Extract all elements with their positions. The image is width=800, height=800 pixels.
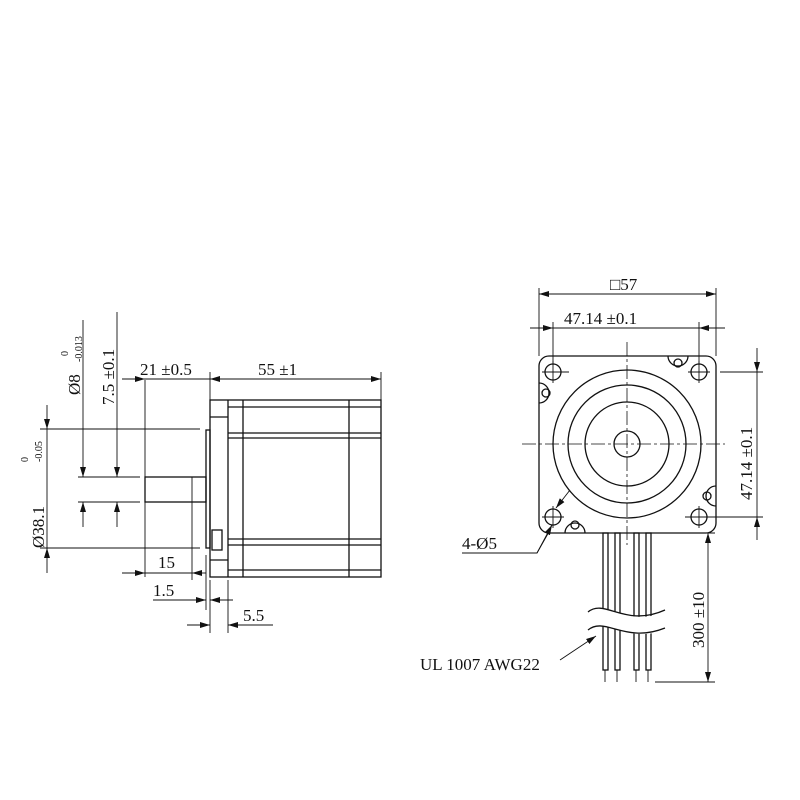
- dim-hole-spacing-h: 47.14 ±0.1: [564, 309, 637, 328]
- dim-shaft-tol-upper: 0: [60, 351, 71, 356]
- dim-body-length: 55 ±1: [258, 360, 297, 379]
- lead-wires: [587, 532, 666, 682]
- screw-bosses: [538, 355, 717, 534]
- dim-shaft-length: 21 ±0.5: [140, 360, 192, 379]
- wire-spec: UL 1007 AWG22: [420, 655, 540, 674]
- dim-pilot-diameter: Ø38.1: [29, 506, 48, 548]
- dim-flat: 7.5 ±0.1: [99, 349, 118, 405]
- side-view: Ø38.1 0 -0.05 Ø8 0 -0.013 7.5 ±0.1 21 ±0…: [20, 312, 382, 633]
- flange-square: [538, 355, 717, 534]
- front-view: □57 47.14 ±0.1 47.14 ±0.1 4-Ø5: [420, 275, 763, 683]
- dim-holes: 4-Ø5: [462, 534, 497, 553]
- dim-square: □57: [610, 275, 638, 294]
- dim-pilot-tol-lower: -0.05: [34, 441, 45, 462]
- motor-body: [209, 399, 382, 578]
- dim-flange-thickness: 5.5: [243, 606, 264, 625]
- dim-shaft-tol-lower: -0.013: [74, 336, 85, 362]
- flange-notch: [211, 529, 223, 551]
- dim-lead-length: 300 ±10: [689, 592, 708, 648]
- shaft: [144, 476, 207, 503]
- dim-hole-spacing-v: 47.14 ±0.1: [737, 427, 756, 500]
- dim-shaft-diameter: Ø8: [65, 374, 84, 395]
- dim-pilot-height: 1.5: [153, 581, 174, 600]
- dim-pilot-tol-upper: 0: [20, 457, 31, 462]
- dim-flat-length: 15: [158, 553, 175, 572]
